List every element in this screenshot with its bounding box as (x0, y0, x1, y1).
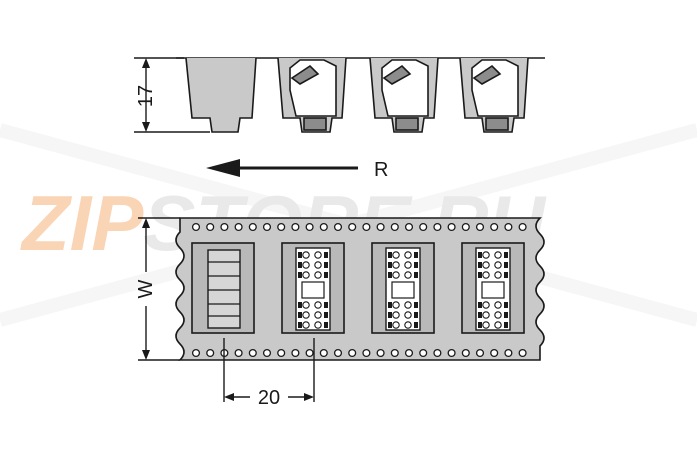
height-dimension (134, 57, 210, 133)
sprocket-hole (433, 348, 442, 358)
sprocket-hole (234, 348, 243, 358)
side-view (176, 57, 545, 133)
height-dimension-label: 17 (135, 85, 157, 107)
top-view (175, 217, 545, 361)
sprocket-hole (277, 222, 286, 232)
sprocket-hole (234, 222, 243, 232)
sprocket-hole (262, 348, 272, 358)
sprocket-hole (262, 222, 272, 232)
pitch-dimension (223, 338, 315, 402)
sprocket-hole (206, 222, 215, 232)
top-pocket-3 (371, 242, 435, 334)
sprocket-hole (475, 222, 485, 232)
sprocket-hole (447, 348, 456, 358)
sprocket-hole (404, 222, 414, 232)
sprocket-hole (206, 348, 215, 358)
sprocket-hole (291, 348, 300, 358)
sprocket-hole (419, 222, 428, 232)
sprocket-hole (419, 348, 428, 358)
sprocket-hole (319, 348, 328, 358)
sprocket-hole (348, 222, 357, 232)
sprocket-hole (390, 222, 399, 232)
sprocket-holes-top (191, 222, 527, 232)
sprocket-hole (504, 348, 513, 358)
sprocket-hole (248, 348, 257, 358)
sprocket-hole (518, 222, 527, 232)
sprocket-hole (291, 222, 300, 232)
sprocket-hole (461, 348, 470, 358)
sprocket-hole (376, 222, 385, 232)
sprocket-hole (248, 222, 257, 232)
width-dimension-label: W (135, 279, 157, 298)
watermark-prefix: ZIP (20, 179, 144, 267)
sprocket-hole (404, 348, 414, 358)
sprocket-hole (362, 348, 371, 358)
side-pocket-4 (459, 57, 529, 133)
top-pocket-4 (461, 242, 525, 334)
side-pocket-1 (185, 57, 257, 133)
width-dimension (138, 217, 180, 361)
sprocket-hole (376, 348, 385, 358)
sprocket-hole (490, 348, 499, 358)
sprocket-hole (390, 348, 399, 358)
sprocket-hole (277, 348, 286, 358)
sprocket-hole (461, 222, 470, 232)
carrier-tape (175, 217, 545, 361)
side-pocket-2 (277, 57, 347, 133)
sprocket-hole (504, 222, 513, 232)
top-pocket-2 (281, 242, 345, 334)
sprocket-hole (333, 348, 343, 358)
sprocket-hole (333, 222, 343, 232)
sprocket-hole (305, 222, 314, 232)
side-pocket-3 (369, 57, 439, 133)
sprocket-hole (490, 222, 499, 232)
sprocket-hole (191, 348, 201, 358)
sprocket-hole (447, 222, 456, 232)
top-pocket-1 (191, 242, 255, 334)
direction-arrow (206, 159, 358, 177)
sprocket-hole (220, 222, 229, 232)
sprocket-hole (475, 348, 485, 358)
sprocket-hole (319, 222, 328, 232)
sprocket-hole (518, 348, 527, 358)
direction-label: R (374, 159, 388, 181)
sprocket-holes-bottom (191, 348, 527, 358)
sprocket-hole (348, 348, 357, 358)
sprocket-hole (191, 222, 201, 232)
sprocket-hole (362, 222, 371, 232)
pitch-dimension-label: 20 (258, 387, 280, 409)
sprocket-hole (433, 222, 442, 232)
sprocket-hole (305, 348, 314, 358)
